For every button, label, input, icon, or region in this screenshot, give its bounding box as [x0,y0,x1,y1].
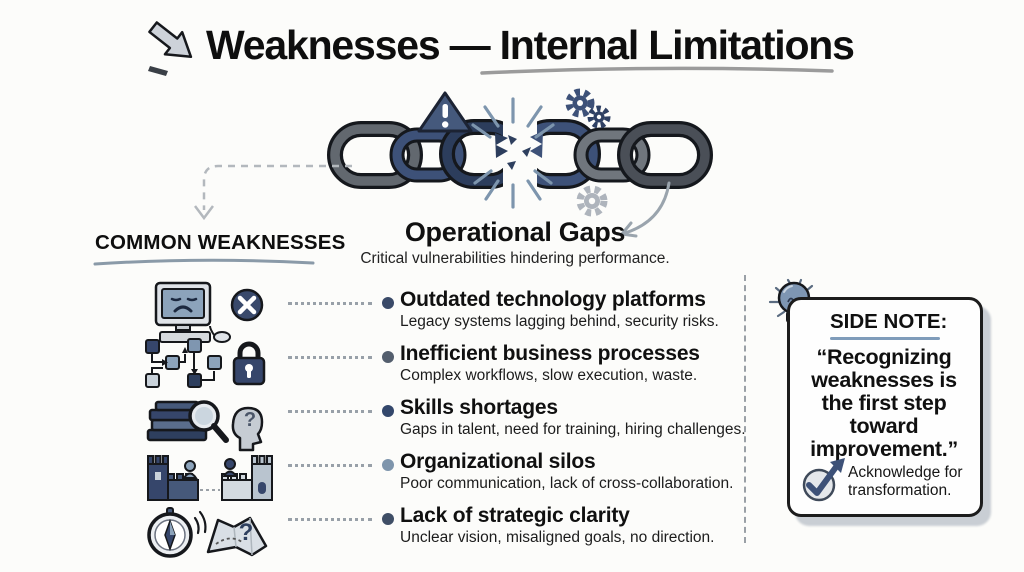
broken-end-right [530,131,543,158]
weakness-item: Inefficient business processes Complex w… [288,342,988,393]
books-magnifier-head-icon: ? [142,392,274,452]
curved-arrow-icon [620,181,671,238]
hero-heading: Operational Gaps [404,217,626,247]
bullet-dot [382,405,394,417]
title-underline [478,64,836,78]
weakness-item: Organizational silos Poor communication,… [288,450,988,501]
svg-text:?: ? [244,409,256,431]
weakness-item: Lack of strategic clarity Unclear vision… [288,504,988,555]
compass-map-icon: ? [142,502,274,562]
chain-fragments [507,135,531,170]
side-note-action: Acknowledge for transformation. [848,464,963,499]
hero-subheading: Critical vulnerabilities hindering perfo… [360,250,670,267]
weakness-desc: Unclear vision, misaligned goals, no dir… [400,529,715,546]
chain-links [327,119,713,189]
broken-chain-illustration [325,85,720,240]
weakness-title: Lack of strategic clarity [400,504,630,527]
weakness-title: Inefficient business processes [400,342,700,365]
dashed-arrow-icon [186,152,354,232]
weakness-title: Organizational silos [400,450,596,473]
gears-icon [565,88,611,129]
weakness-item: Outdated technology platforms Legacy sys… [288,288,988,339]
broken-end-left [495,133,508,158]
weakness-title: Outdated technology platforms [400,288,706,311]
weakness-title: Skills shortages [400,396,558,419]
common-heading-underline [92,257,316,269]
side-note-panel: SIDE NOTE: “Recognizing weaknesses is th… [787,297,983,517]
bullet-dot [382,459,394,471]
dotted-leader [288,518,372,521]
page-title: Weaknesses — Internal Limitations [206,22,855,68]
weakness-item: Skills shortages Gaps in talent, need fo… [288,396,988,447]
check-arrow-icon [800,456,848,504]
bullet-dot [382,297,394,309]
process-flow-lock-icon [144,338,274,394]
weakness-desc: Gaps in talent, need for training, hirin… [400,421,746,438]
side-note-underline [830,337,940,340]
castle-silos-icon [144,448,276,506]
weakness-desc: Legacy systems lagging behind, security … [400,313,719,330]
common-weaknesses-heading: COMMON WEAKNESSES [95,231,346,254]
gear-icon [576,185,608,217]
side-note-quote: “Recognizing weaknesses is the first ste… [810,345,958,461]
dotted-leader [288,302,372,305]
dotted-leader [288,356,372,359]
outdated-computer-icon [144,281,274,345]
bullet-dot [382,351,394,363]
warning-triangle-icon [417,91,473,133]
dotted-leader [288,464,372,467]
weakness-desc: Poor communication, lack of cross-collab… [400,475,734,492]
bullet-dot [382,513,394,525]
side-note-label: SIDE NOTE: [830,310,948,333]
weakness-desc: Complex workflows, slow execution, waste… [400,367,698,384]
burst-rays [471,97,555,209]
arrow-down-right-icon [142,20,206,78]
dotted-leader [288,410,372,413]
svg-text:?: ? [239,519,254,546]
vertical-dashed-divider [744,275,746,543]
